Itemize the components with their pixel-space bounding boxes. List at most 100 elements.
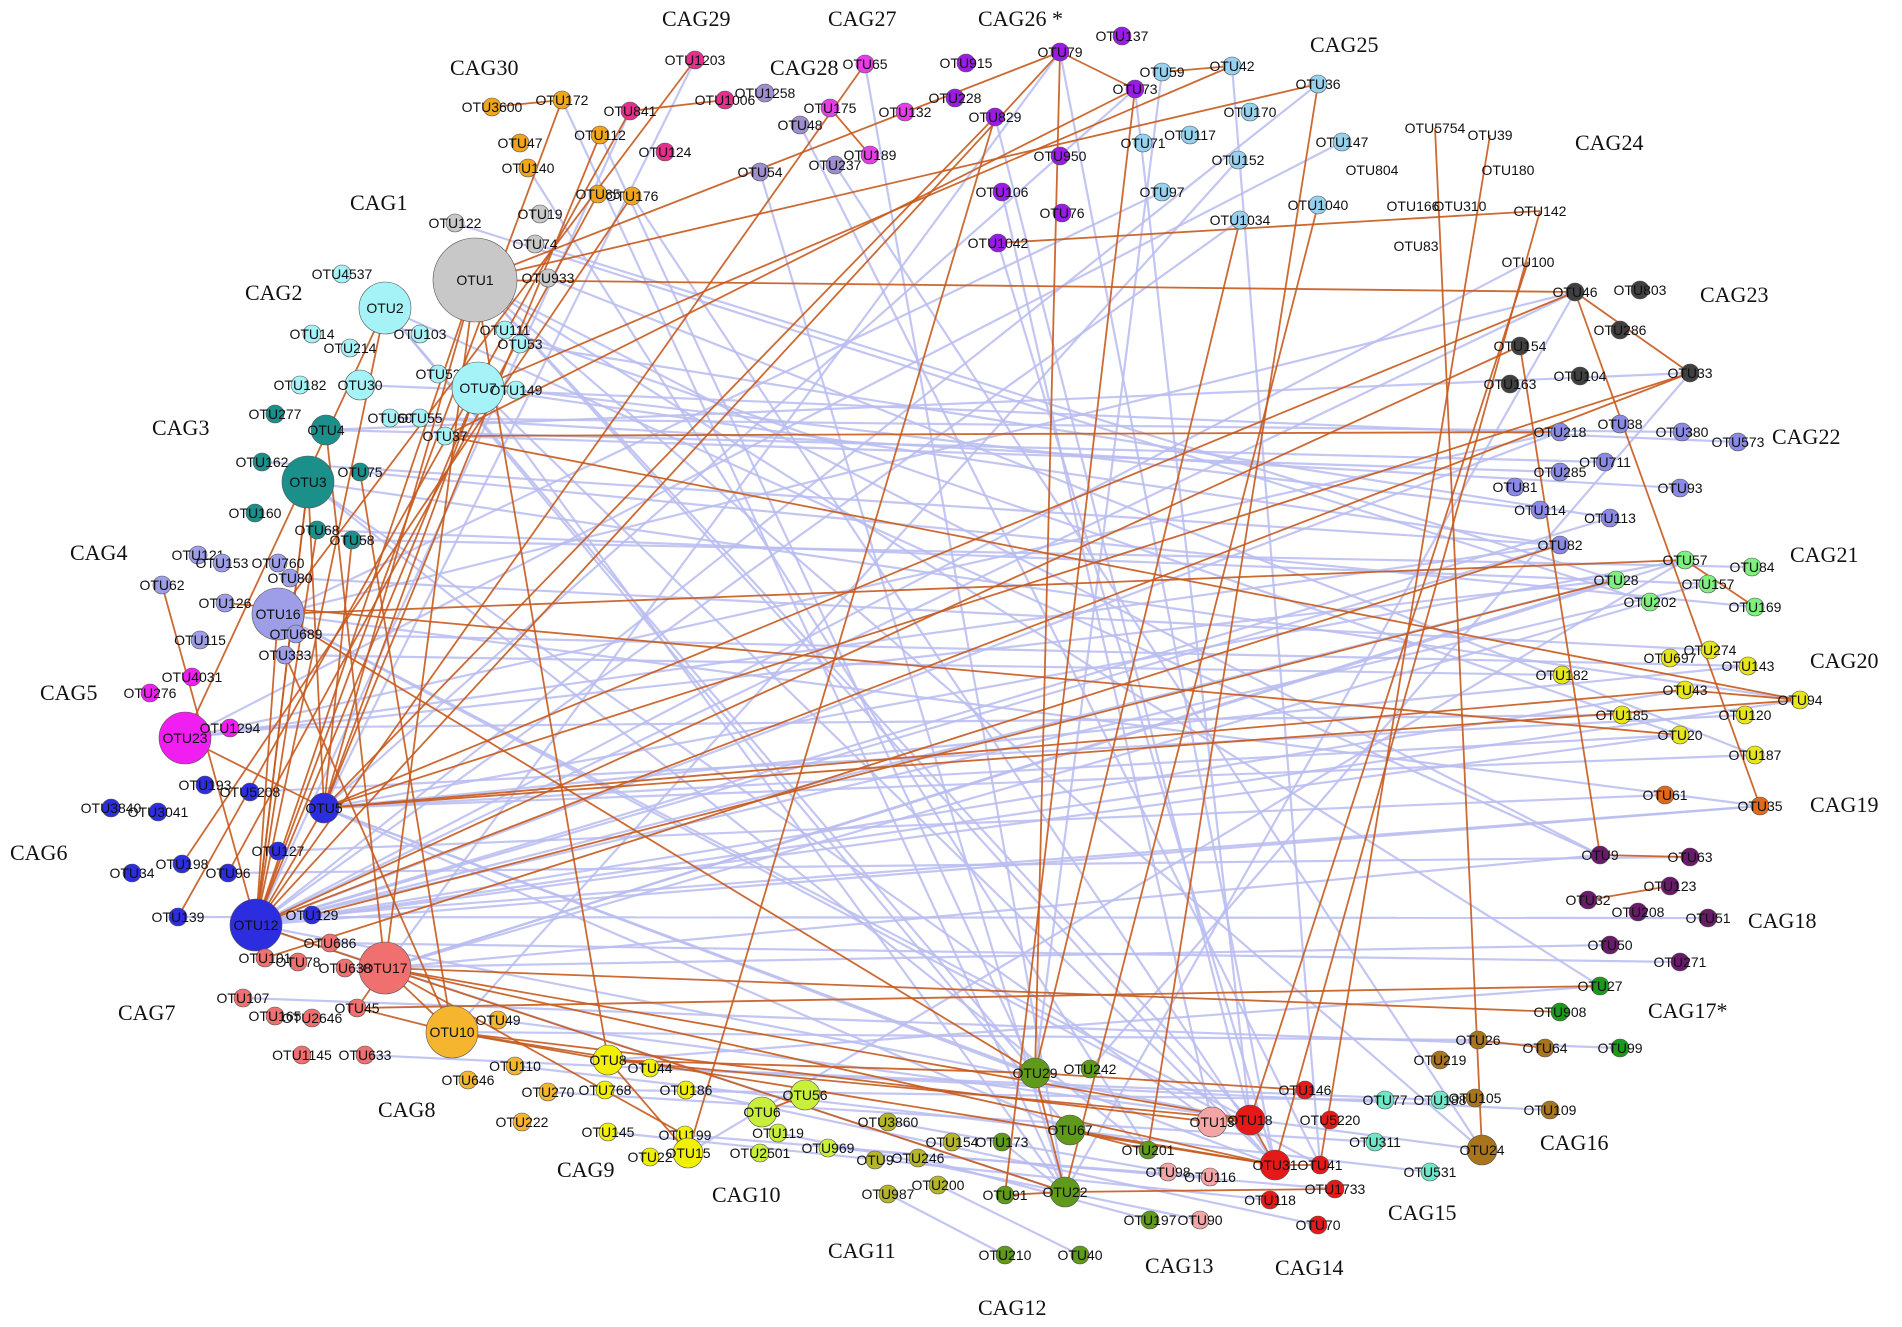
node-label: OTU85	[575, 186, 620, 202]
node-otu172: OTU172	[536, 90, 589, 110]
node-otu93: OTU93	[1657, 478, 1703, 498]
node-otu3840: OTU3840	[81, 798, 142, 818]
node-otu71: OTU71	[1120, 133, 1166, 153]
node-circle	[122, 863, 142, 883]
node-label: OTU100	[1502, 254, 1555, 270]
positive-edge	[491, 99, 563, 108]
node-circle	[1655, 785, 1675, 805]
node-circle	[1200, 1167, 1220, 1187]
node-circle	[1080, 1059, 1100, 1079]
node-otu1034: OTU1034	[1210, 210, 1271, 230]
negative-edge	[344, 943, 1611, 970]
node-otu274: OTU274	[1684, 640, 1737, 660]
node-label: OTU54	[737, 164, 782, 180]
node-circle	[1510, 336, 1530, 356]
negative-edge	[255, 698, 1801, 927]
node-otu804: OTU804	[1346, 162, 1399, 178]
node-otu35: OTU35	[1737, 796, 1783, 816]
node-circle	[1054, 1114, 1086, 1146]
node-label: OTU202	[1624, 594, 1677, 610]
node-label: OTU36	[1295, 76, 1340, 92]
node-otu40: OTU40	[1057, 1245, 1103, 1265]
node-otu689: OTU689	[270, 624, 323, 644]
node-label: OTU142	[1514, 203, 1567, 219]
node-label: OTU646	[442, 1072, 495, 1088]
node-label: OTU7	[459, 380, 497, 396]
node-otu3041: OTU3041	[128, 802, 189, 822]
node-otu8: OTU8	[589, 1044, 627, 1076]
node-circle	[789, 1079, 821, 1111]
negative-edge	[255, 219, 1241, 926]
node-label: OTU154	[1494, 338, 1547, 354]
positive-edge	[474, 279, 609, 1061]
node-label: OTU6	[743, 1104, 781, 1120]
negative-edge	[329, 941, 1681, 964]
node-otu2: OTU2	[358, 281, 412, 335]
node-circle	[820, 98, 840, 118]
node-circle	[1158, 1162, 1178, 1182]
node-otu96: OTU96	[205, 863, 251, 883]
negative-edge	[277, 612, 1761, 808]
node-label: OTU78	[275, 954, 320, 970]
node-otu189: OTU189	[844, 145, 897, 165]
node-circle	[1420, 1162, 1440, 1182]
node-otu116: OTU116	[1184, 1167, 1236, 1187]
node-label: OTU270	[522, 1084, 575, 1100]
node-circle	[1745, 745, 1765, 765]
node-otu1294: OTU1294	[200, 718, 261, 738]
cag-label-cag7: CAG7	[118, 1000, 175, 1025]
cag-label-cag3: CAG3	[152, 415, 209, 440]
cag-label-cag9: CAG9	[557, 1157, 614, 1182]
node-label: OTU22	[1042, 1184, 1087, 1200]
positive-edges	[161, 51, 1801, 1196]
negative-edge	[1133, 88, 1252, 1121]
node-label: OTU180	[1482, 162, 1535, 178]
node-label: OTU9	[1581, 847, 1619, 863]
node-label: OTU237	[809, 157, 862, 173]
node-circle	[1325, 1179, 1345, 1199]
positive-edge	[255, 307, 386, 926]
node-circle	[1196, 1106, 1228, 1138]
node-label: OTU193	[179, 777, 232, 793]
node-circle	[1500, 374, 1520, 394]
node-circle	[1308, 74, 1328, 94]
node-label: OTU101	[239, 950, 292, 966]
node-label: OTU129	[286, 907, 339, 923]
node-label: OTU107	[217, 990, 270, 1006]
node-label: OTU969	[802, 1140, 855, 1156]
node-otu37: OTU37	[422, 426, 468, 446]
positive-edge	[1147, 83, 1319, 1151]
positive-edge	[607, 1059, 1036, 1074]
node-label: OTU3840	[81, 800, 142, 816]
node-circle	[308, 792, 340, 824]
node-circle	[288, 952, 308, 972]
node-circle	[355, 1045, 375, 1065]
node-label: OTU182	[274, 377, 327, 393]
negative-edge	[255, 291, 1576, 926]
node-circle	[1190, 1210, 1210, 1230]
node-circle	[518, 158, 538, 178]
node-label: OTU103	[394, 326, 447, 342]
node-circle	[865, 1150, 885, 1170]
node-circle	[220, 718, 240, 738]
node-otu82: OTU82	[1537, 535, 1583, 555]
node-label: OTU804	[1346, 162, 1399, 178]
positive-edge	[444, 431, 1561, 437]
node-circle	[715, 90, 735, 110]
node-label: OTU2646	[282, 1010, 343, 1026]
node-label: OTU111	[480, 322, 531, 338]
node-label: OTU1203	[665, 52, 726, 68]
node-circle	[985, 107, 1005, 127]
negative-edges	[177, 51, 1801, 1256]
node-circle	[1670, 952, 1690, 972]
node-otu53: OTU53	[497, 334, 543, 354]
node-label: OTU139	[152, 909, 205, 925]
node-otu157: OTU157	[1682, 574, 1735, 594]
node-label: OTU152	[1212, 152, 1265, 168]
node-otu4: OTU4	[307, 414, 345, 446]
node-otu73: OTU73	[1112, 79, 1158, 99]
cag-label-cag19: CAG19	[1810, 792, 1878, 817]
node-circle	[992, 1132, 1012, 1152]
node-circle	[1138, 1140, 1158, 1160]
node-otu143: OTU143	[1722, 656, 1775, 676]
